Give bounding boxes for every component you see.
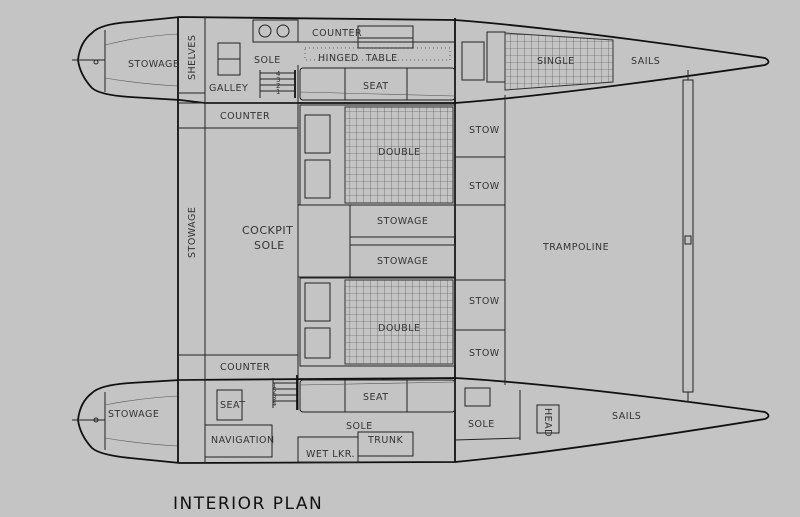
- label-stowage-center-2: STOWAGE: [377, 256, 428, 267]
- bridgedeck: [177, 17, 694, 463]
- step-label: 1: [276, 88, 281, 96]
- label-sole-galley: SOLE: [254, 55, 281, 66]
- label-double-bottom: DOUBLE: [378, 323, 421, 334]
- label-counter-top: COUNTER: [312, 28, 362, 39]
- label-seat-nav: SEAT: [220, 400, 246, 411]
- step-label: 2: [272, 388, 277, 396]
- label-seat-top: SEAT: [363, 81, 389, 92]
- label-seat-bottom: SEAT: [363, 392, 389, 403]
- label-stowage-mid: STOWAGE: [187, 207, 198, 258]
- step-label: 2: [276, 82, 281, 90]
- label-stow-3: STOW: [469, 296, 500, 307]
- label-navigation: NAVIGATION: [211, 435, 275, 446]
- label-counter-galley: COUNTER: [220, 111, 270, 122]
- step-label: 3: [276, 76, 281, 84]
- label-stowage-stbd: STOWAGE: [108, 409, 159, 420]
- label-cockpit: COCKPIT: [242, 224, 293, 237]
- step-label: 4: [276, 70, 281, 78]
- port-hull: [72, 16, 770, 104]
- label-trunk: TRUNK: [367, 435, 403, 446]
- label-sole-bottom: SOLE: [346, 421, 373, 432]
- label-stow-4: STOW: [469, 348, 500, 359]
- step-label: 3: [272, 394, 277, 402]
- label-stow-2: STOW: [469, 181, 500, 192]
- label-double-top: DOUBLE: [378, 147, 421, 158]
- label-trampoline: TRAMPOLINE: [542, 242, 609, 253]
- label-stowage-port: STOWAGE: [128, 59, 179, 70]
- label-hinged-table: HINGED TABLE: [318, 53, 398, 64]
- label-head: HEAD: [542, 408, 553, 437]
- label-galley: GALLEY: [209, 83, 248, 94]
- label-counter-bottom: COUNTER: [220, 362, 270, 373]
- label-single: SINGLE: [537, 56, 575, 67]
- label-shelves: SHELVES: [187, 35, 198, 80]
- label-cockpit-sole: SOLE: [254, 239, 285, 252]
- label-sails-bottom: SAILS: [612, 411, 641, 422]
- label-wet-locker: WET LKR.: [306, 449, 355, 460]
- plan-title: INTERIOR PLAN: [173, 494, 323, 514]
- label-stowage-center-1: STOWAGE: [377, 216, 428, 227]
- room-labels: STOWAGE SHELVES SOLE GALLEY COUNTER HING…: [108, 28, 660, 514]
- label-stow-1: STOW: [469, 125, 500, 136]
- starboard-hull: [72, 377, 770, 464]
- label-sails-top: SAILS: [631, 56, 660, 67]
- step-label: 4: [272, 400, 277, 408]
- step-label: 1: [272, 382, 277, 390]
- label-sole-head: SOLE: [468, 419, 495, 430]
